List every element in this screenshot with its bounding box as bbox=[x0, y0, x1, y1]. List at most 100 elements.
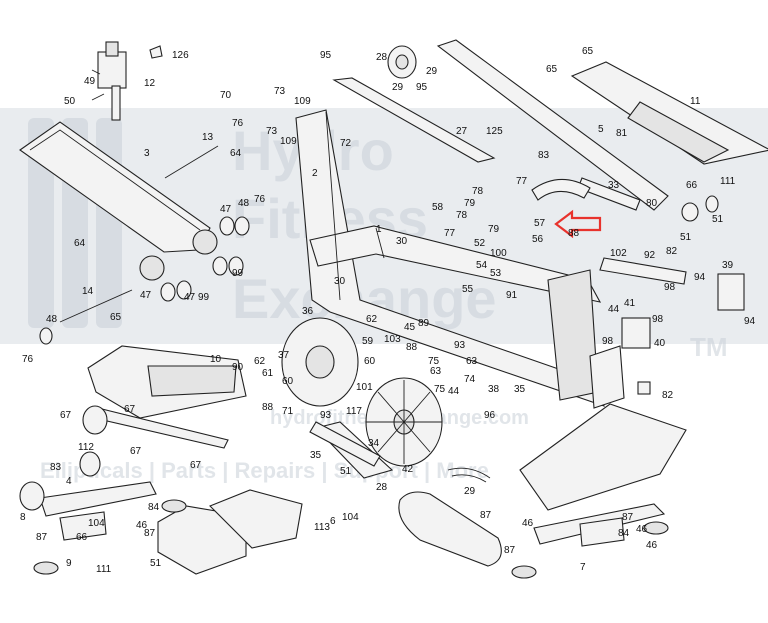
callout-100: 100 bbox=[490, 248, 507, 259]
callout-46: 46 bbox=[646, 540, 658, 551]
callout-84: 84 bbox=[148, 502, 160, 513]
callout-38: 38 bbox=[488, 384, 500, 395]
callout-10: 10 bbox=[210, 354, 222, 365]
callout-98: 98 bbox=[602, 336, 614, 347]
callout-103: 103 bbox=[384, 334, 401, 345]
callout-61: 61 bbox=[262, 368, 274, 379]
callout-29: 29 bbox=[392, 82, 404, 93]
callout-82: 82 bbox=[662, 390, 674, 401]
callout-59: 59 bbox=[362, 336, 374, 347]
callout-34: 34 bbox=[368, 438, 380, 449]
callout-60: 60 bbox=[364, 356, 376, 367]
callout-67: 67 bbox=[190, 460, 202, 471]
callout-44: 44 bbox=[608, 304, 620, 315]
callout-80: 80 bbox=[646, 198, 658, 209]
callout-111: 111 bbox=[720, 176, 736, 187]
callout-104: 104 bbox=[88, 518, 105, 529]
callout-102: 102 bbox=[610, 248, 627, 259]
callout-53: 53 bbox=[490, 268, 502, 279]
callout-96: 96 bbox=[484, 410, 496, 421]
callout-88: 88 bbox=[568, 228, 580, 239]
callout-99: 99 bbox=[198, 292, 210, 303]
callout-58: 58 bbox=[432, 202, 444, 213]
callout-112: 112 bbox=[78, 442, 94, 453]
callout-98: 98 bbox=[652, 314, 664, 325]
callout-67: 67 bbox=[130, 446, 142, 457]
callout-56: 56 bbox=[532, 234, 544, 245]
callout-47: 47 bbox=[220, 204, 232, 215]
callout-51: 51 bbox=[712, 214, 724, 225]
callout-2: 2 bbox=[312, 168, 318, 179]
callout-117: 117 bbox=[346, 406, 362, 417]
callout-28: 28 bbox=[376, 52, 388, 63]
callout-5: 5 bbox=[598, 124, 604, 135]
callout-28: 28 bbox=[376, 482, 388, 493]
callout-29: 29 bbox=[464, 486, 476, 497]
callout-76: 76 bbox=[232, 118, 244, 129]
callout-92: 92 bbox=[644, 250, 656, 261]
callout-93: 93 bbox=[320, 410, 332, 421]
part-cover-7 bbox=[519, 403, 687, 511]
watermark-trademark: TM bbox=[690, 332, 728, 362]
callout-55: 55 bbox=[462, 284, 474, 295]
callout-41: 41 bbox=[624, 298, 636, 309]
callout-84: 84 bbox=[618, 528, 630, 539]
callout-35: 35 bbox=[310, 450, 322, 461]
part-resistance-arc-57 bbox=[531, 178, 591, 201]
part-harness-42 bbox=[447, 467, 491, 483]
callout-77: 77 bbox=[444, 228, 456, 239]
callout-93: 93 bbox=[454, 340, 466, 351]
callout-72: 72 bbox=[340, 138, 352, 149]
callout-47: 47 bbox=[184, 292, 196, 303]
callout-45: 45 bbox=[404, 322, 416, 333]
callout-88: 88 bbox=[406, 342, 418, 353]
part-pulley-38 bbox=[365, 377, 443, 467]
callout-62: 62 bbox=[254, 356, 266, 367]
part-axle-14 bbox=[59, 289, 133, 323]
callout-89: 89 bbox=[418, 318, 430, 329]
part-base-8 bbox=[19, 451, 187, 575]
callout-57: 57 bbox=[534, 218, 546, 229]
callout-8: 8 bbox=[20, 512, 26, 523]
callout-73: 73 bbox=[266, 126, 278, 137]
callout-54: 54 bbox=[476, 260, 488, 271]
callout-30: 30 bbox=[396, 236, 408, 247]
callout-70: 70 bbox=[220, 90, 232, 101]
callout-63: 63 bbox=[466, 356, 478, 367]
callout-79: 79 bbox=[464, 198, 476, 209]
callout-11: 11 bbox=[690, 96, 701, 107]
callout-74: 74 bbox=[464, 374, 476, 385]
callout-113: 113 bbox=[314, 522, 330, 533]
callout-67: 67 bbox=[124, 404, 136, 415]
callout-101: 101 bbox=[356, 382, 373, 393]
callout-79: 79 bbox=[488, 224, 500, 235]
callout-48: 48 bbox=[238, 198, 250, 209]
callout-78: 78 bbox=[472, 186, 484, 197]
callout-46: 46 bbox=[522, 518, 534, 529]
part-axle-13 bbox=[164, 145, 219, 179]
callout-94: 94 bbox=[694, 272, 706, 283]
callout-37: 37 bbox=[278, 350, 290, 361]
callout-65: 65 bbox=[546, 64, 558, 75]
callout-90: 90 bbox=[232, 362, 244, 373]
callout-87: 87 bbox=[36, 532, 48, 543]
callout-60: 60 bbox=[282, 376, 294, 387]
part-motor-bracket bbox=[91, 41, 127, 121]
part-roller-28-left bbox=[82, 405, 108, 435]
part-controller-41 bbox=[621, 317, 651, 349]
callout-46: 46 bbox=[636, 524, 648, 535]
callout-95: 95 bbox=[416, 82, 428, 93]
callout-52: 52 bbox=[474, 238, 486, 249]
part-clip-126 bbox=[149, 45, 163, 59]
callout-66: 66 bbox=[686, 180, 698, 191]
callout-81: 81 bbox=[616, 128, 628, 139]
callout-91: 91 bbox=[506, 290, 518, 301]
callout-87: 87 bbox=[480, 510, 492, 521]
callout-51: 51 bbox=[340, 466, 352, 477]
callout-40: 40 bbox=[654, 338, 666, 349]
part-pedal-arm-10 bbox=[87, 345, 247, 419]
callout-109: 109 bbox=[280, 136, 297, 147]
callout-76: 76 bbox=[254, 194, 266, 205]
